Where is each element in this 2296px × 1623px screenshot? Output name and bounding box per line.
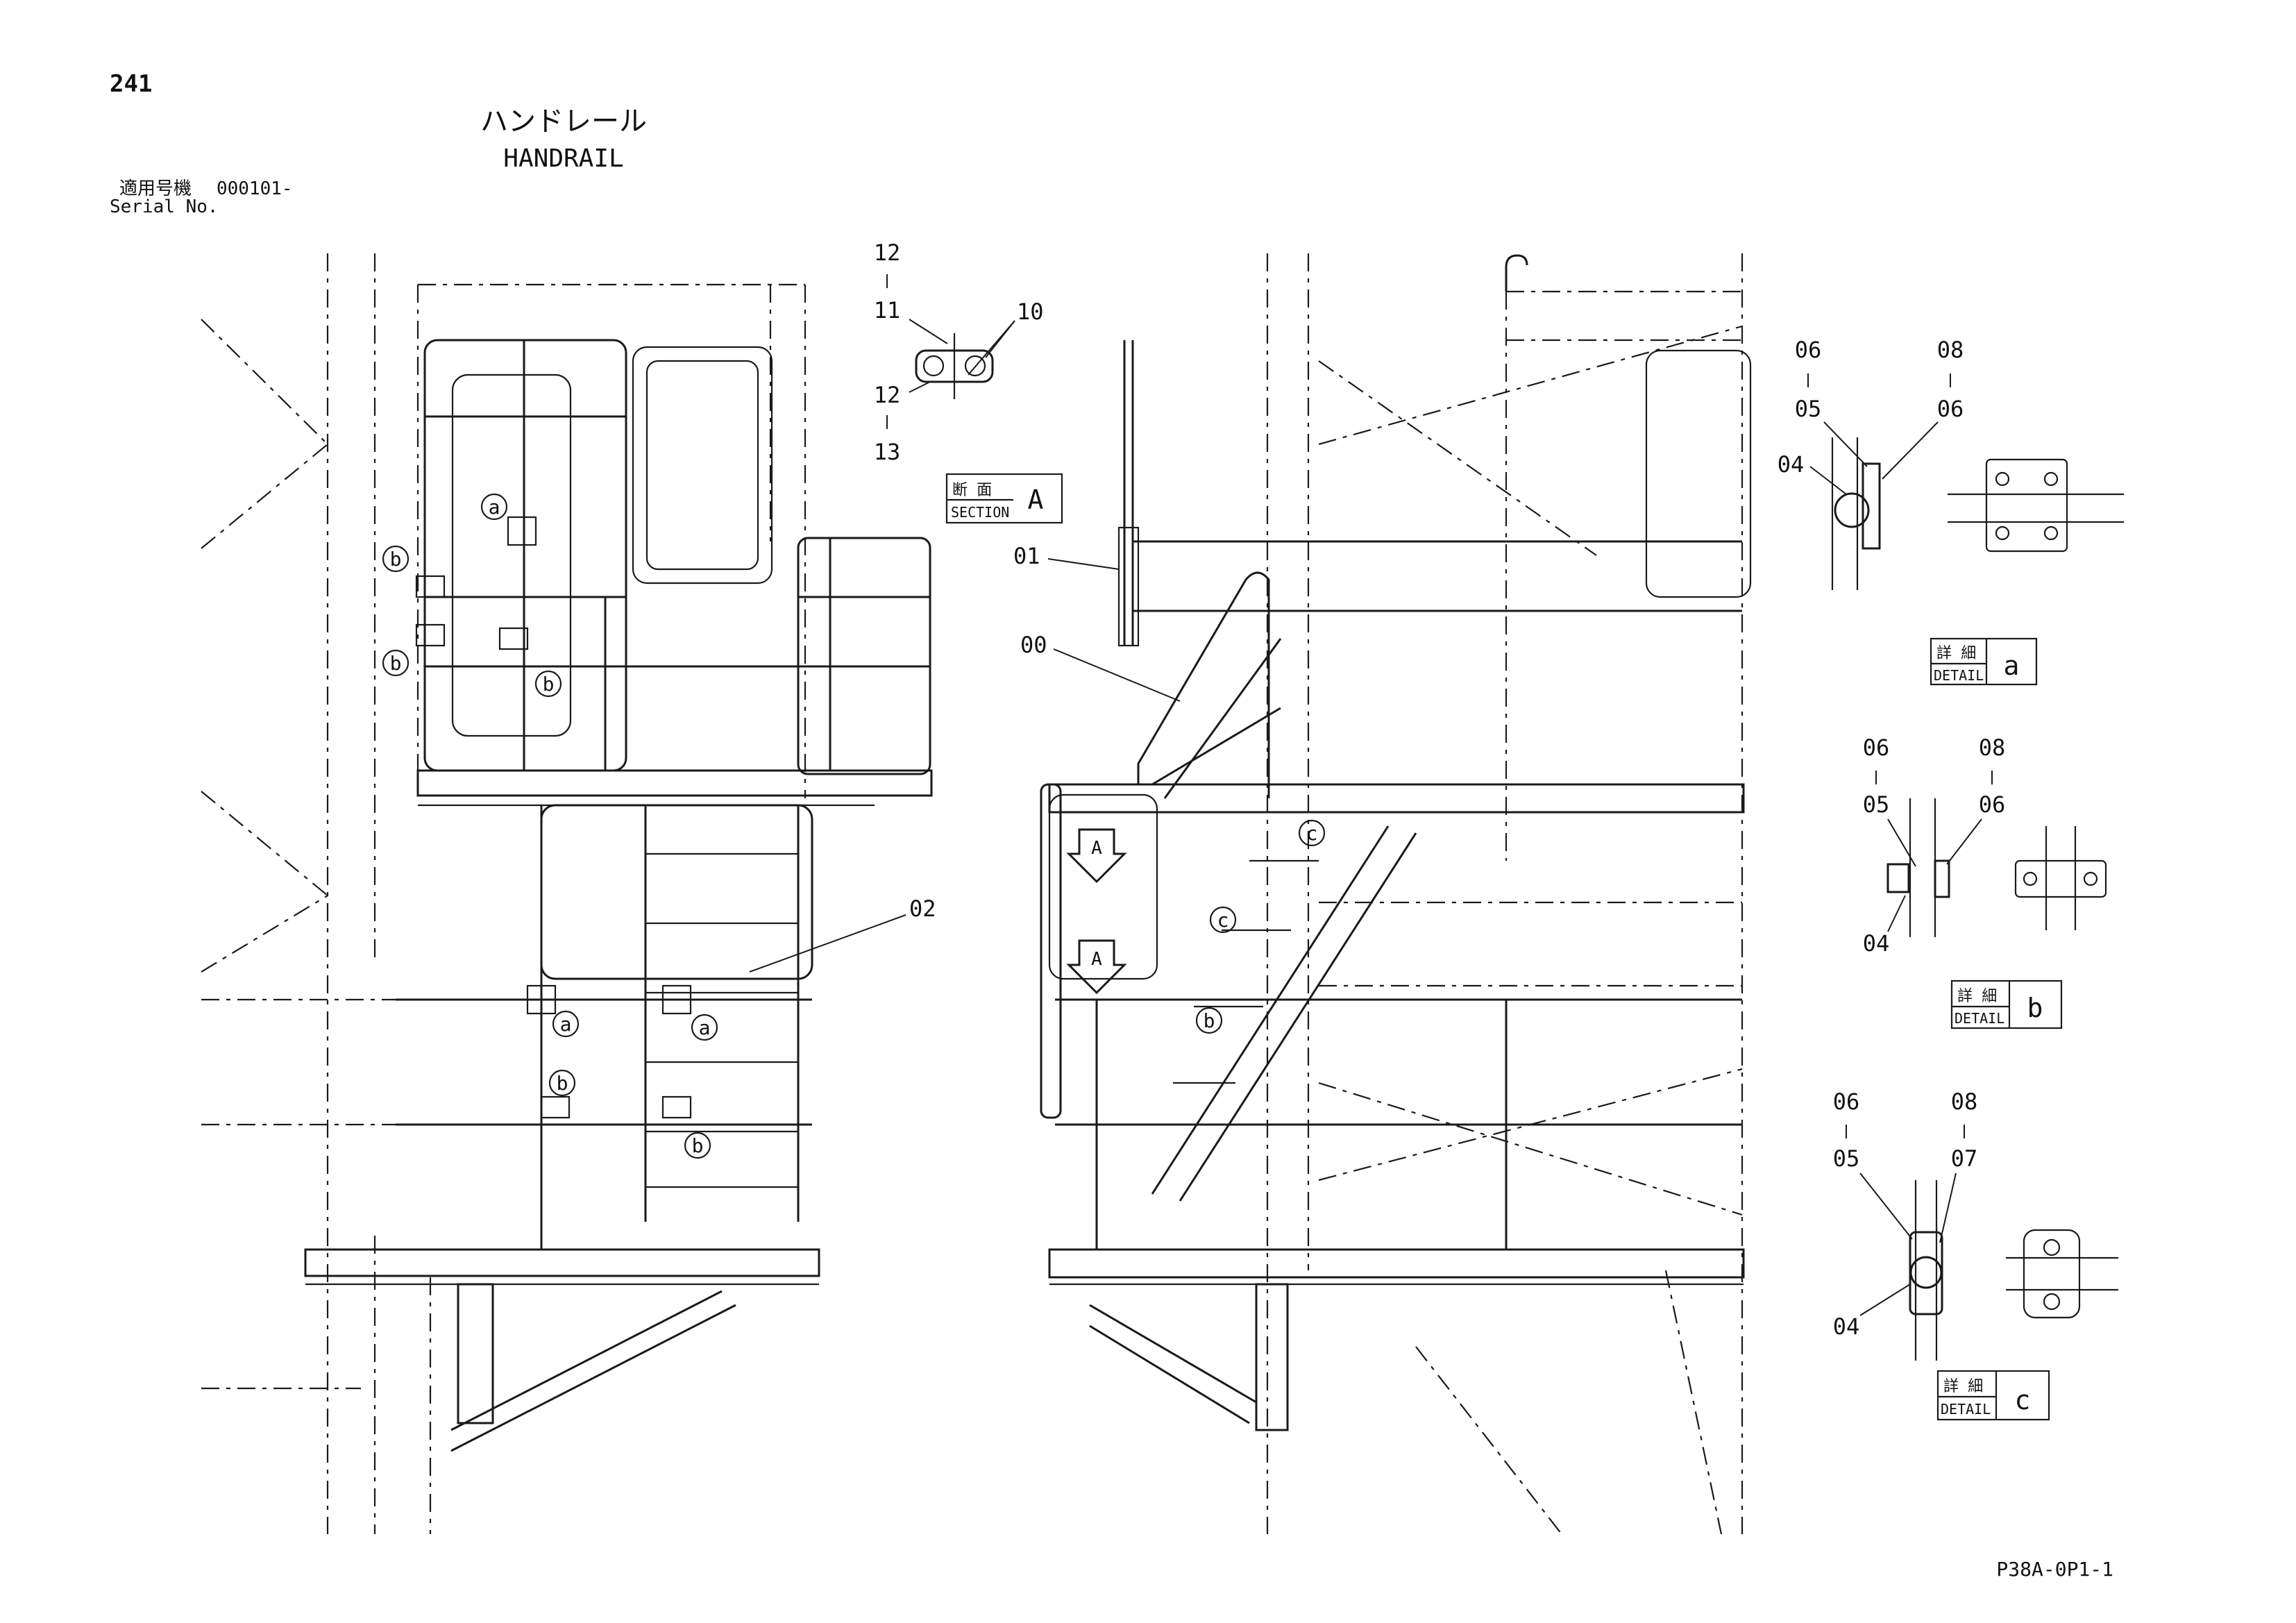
- serial-label-japanese: 適用号機: [119, 178, 192, 199]
- detail-a-label-06-left: 06: [1795, 337, 1822, 363]
- svg-text:a: a: [489, 496, 500, 519]
- svg-text:a: a: [560, 1013, 572, 1036]
- svg-text:c: c: [1306, 822, 1318, 845]
- part-label-02: 02: [909, 895, 936, 922]
- detail-b-drawing: [1886, 798, 2107, 937]
- svg-text:断 面: 断 面: [952, 482, 992, 499]
- detail-c-label-08: 08: [1951, 1088, 1978, 1115]
- serial-range: 000101-: [217, 178, 293, 199]
- title-english: HANDRAIL: [503, 144, 623, 173]
- svg-text:b: b: [692, 1134, 704, 1157]
- part-label-12-bottom: 12: [874, 382, 901, 408]
- svg-text:c: c: [2015, 1385, 2031, 1415]
- part-label-01: 01: [1013, 543, 1040, 569]
- detail-a-label-04: 04: [1778, 451, 1805, 478]
- part-label-13: 13: [874, 439, 901, 465]
- svg-text:b: b: [390, 652, 402, 675]
- callout-marker-b-1: b: [382, 545, 410, 573]
- detail-a-drawing: [1831, 437, 2124, 590]
- detail-c-label-04: 04: [1833, 1313, 1860, 1340]
- detail-c-label-07: 07: [1951, 1145, 1978, 1172]
- detail-b-label-06-right: 06: [1979, 791, 2006, 818]
- detail-b-label-08: 08: [1979, 734, 2006, 761]
- svg-text:b: b: [390, 548, 402, 571]
- svg-text:詳 細: 詳 細: [1943, 1378, 1983, 1395]
- detail-b-label-05: 05: [1863, 791, 1890, 818]
- clamp-assembly: [915, 333, 994, 399]
- callout-marker-a-2: a: [552, 1010, 580, 1038]
- svg-text:b: b: [1204, 1009, 1215, 1032]
- callout-marker-a-1: a: [480, 493, 508, 521]
- view-arrow-a-lower: A: [1066, 939, 1127, 995]
- detail-c-label-06: 06: [1833, 1088, 1860, 1115]
- detail-c-drawing: [1909, 1180, 2118, 1361]
- svg-text:A: A: [1028, 485, 1044, 515]
- drawing-code: P38A-0P1-1: [1996, 1558, 2113, 1581]
- detail-b-label-06-left: 06: [1863, 734, 1890, 761]
- callout-marker-b-4: b: [548, 1069, 576, 1097]
- svg-text:a: a: [699, 1016, 711, 1039]
- part-label-12-top: 12: [874, 239, 901, 266]
- svg-text:DETAIL: DETAIL: [1941, 1401, 1991, 1418]
- svg-text:DETAIL: DETAIL: [1955, 1010, 2004, 1027]
- serial-label-english: Serial No.: [110, 196, 219, 217]
- detail-c-tag: 詳 細 DETAIL c: [1936, 1370, 2050, 1421]
- callout-marker-b-6: b: [1195, 1007, 1223, 1034]
- section-a-tag: 断 面 SECTION A: [945, 473, 1063, 524]
- detail-b-tag: 詳 細 DETAIL b: [1950, 979, 2063, 1029]
- part-label-10: 10: [1017, 298, 1044, 325]
- detail-c-label-05: 05: [1833, 1145, 1860, 1172]
- svg-text:b: b: [543, 673, 555, 696]
- page-number: 241: [110, 70, 152, 98]
- svg-text:SECTION: SECTION: [951, 504, 1009, 521]
- svg-text:詳 細: 詳 細: [1957, 988, 1997, 1005]
- callout-marker-b-3: b: [534, 670, 562, 698]
- callout-marker-c-1: c: [1298, 819, 1326, 847]
- svg-text:詳 細: 詳 細: [1936, 645, 1976, 662]
- callout-marker-b-2: b: [382, 649, 410, 677]
- svg-text:DETAIL: DETAIL: [1934, 667, 1984, 684]
- svg-text:c: c: [1217, 909, 1229, 932]
- title-japanese: ハンドレール: [480, 106, 647, 137]
- view-arrow-a-upper: A: [1066, 828, 1127, 884]
- svg-text:A: A: [1091, 949, 1102, 970]
- svg-text:b: b: [2027, 993, 2043, 1023]
- svg-text:A: A: [1091, 838, 1102, 859]
- part-label-00: 00: [1020, 632, 1047, 658]
- svg-text:b: b: [557, 1072, 568, 1095]
- left-view-drawing: [201, 253, 933, 1534]
- part-label-11: 11: [874, 297, 901, 323]
- right-view-drawing: [1040, 253, 1752, 1535]
- callout-marker-a-3: a: [691, 1014, 718, 1041]
- detail-a-label-08: 08: [1937, 337, 1964, 363]
- detail-b-label-04: 04: [1863, 930, 1890, 957]
- detail-a-label-06-right: 06: [1937, 396, 1964, 422]
- detail-a-tag: 詳 細 DETAIL a: [1930, 637, 2038, 686]
- svg-text:a: a: [2004, 650, 2020, 681]
- callout-marker-b-5: b: [684, 1132, 711, 1159]
- detail-a-label-05: 05: [1795, 396, 1822, 422]
- callout-marker-c-2: c: [1209, 906, 1237, 934]
